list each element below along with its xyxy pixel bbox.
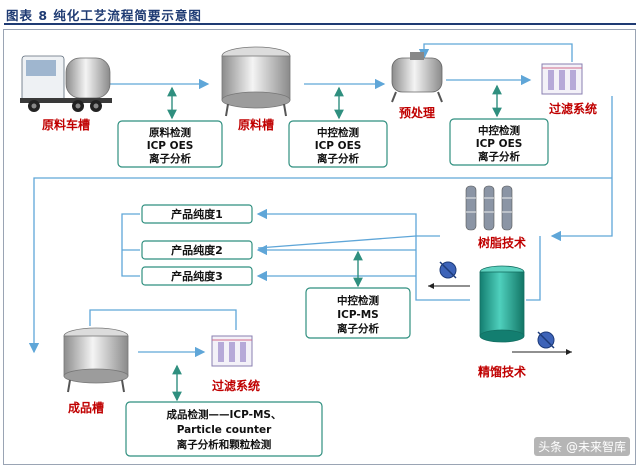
pump-icon-1 [428, 261, 470, 289]
product-inspection-box: 成品检测——ICP-MS、 Particle counter 离子分析和颗粒检测 [125, 401, 323, 457]
mid-control-3-line-2: ICP-MS [337, 309, 379, 321]
raw-material-tank-icon [221, 46, 291, 117]
mid-control-1-line-1: 中控检测 [317, 126, 359, 139]
figure-title: 图表 8 纯化工艺流程简要示意图 [6, 8, 202, 23]
flow-distill-up [526, 236, 541, 301]
mid-control-1-line-2: ICP OES [315, 140, 362, 152]
product-inspection-line-1: 成品检测——ICP-MS、 [167, 408, 282, 421]
label-filter-system-1: 过滤系统 [549, 101, 597, 116]
purity-box-1: 产品纯度1 [141, 204, 253, 224]
label-resin-tech: 树脂技术 [478, 235, 526, 250]
mid-control-2-line-1: 中控检测 [478, 124, 520, 137]
raw-inspection-box: 原料检测 ICP OES 离子分析 [117, 120, 223, 168]
distillation-column-icon [479, 265, 525, 343]
watermark: 头条 @未来智库 [534, 437, 630, 456]
flow-return-to-product-tank [28, 177, 612, 354]
purity-box-2: 产品纯度2 [141, 240, 253, 260]
purity-box-3: 产品纯度3 [141, 266, 253, 286]
purity-label-3: 产品纯度3 [171, 269, 223, 283]
raw-inspection-line-2: ICP OES [147, 140, 194, 152]
product-tank-icon [63, 327, 129, 393]
title-rule [4, 23, 636, 25]
purity-label-2: 产品纯度2 [171, 243, 223, 257]
diagram-frame [3, 29, 636, 465]
filter-system-icon-1 [541, 63, 583, 95]
mid-control-box-3: 中控检测 ICP-MS 离子分析 [305, 287, 411, 339]
product-inspection-line-3: 离子分析和颗粒检测 [177, 438, 272, 451]
product-inspection-line-2: Particle counter [177, 424, 272, 436]
pretreatment-vessel-icon [391, 52, 443, 103]
mid-control-3-line-3: 离子分析 [337, 322, 379, 335]
label-filter-system-2: 过滤系统 [212, 378, 260, 393]
mid-control-3-line-1: 中控检测 [337, 294, 379, 307]
raw-inspection-line-3: 离子分析 [149, 152, 191, 165]
label-raw-tank-truck: 原料车槽 [42, 117, 90, 132]
purity-label-1: 产品纯度1 [171, 207, 223, 221]
label-raw-tank: 原料槽 [238, 117, 274, 132]
raw-inspection-line-1: 原料检测 [149, 126, 191, 139]
mid-control-1-line-3: 离子分析 [317, 152, 359, 165]
sampling-arrows [167, 84, 502, 402]
purity-bracket [121, 213, 140, 277]
flow-junction-purity [257, 235, 417, 249]
filter-system-icon-2 [211, 335, 253, 367]
flow-to-purity-1 [256, 208, 440, 237]
tank-truck-icon [20, 55, 112, 112]
resin-columns-icon [465, 185, 513, 231]
pump-icon-2 [512, 331, 572, 355]
label-pretreatment: 预处理 [399, 105, 435, 120]
flow-resin-to-distill [415, 236, 470, 301]
flow-recirculation-loop [418, 43, 573, 62]
label-product-tank: 成品槽 [68, 400, 104, 415]
label-distillation-tech: 精馏技术 [478, 364, 526, 379]
mid-control-box-2: 中控检测 ICP OES 离子分析 [449, 118, 549, 166]
mid-control-box-1: 中控检测 ICP OES 离子分析 [288, 120, 388, 168]
mid-control-2-line-3: 离子分析 [478, 150, 520, 163]
mid-control-2-line-2: ICP OES [476, 138, 523, 150]
flow-filter2-loop [89, 309, 237, 330]
flow-filter-to-resin [550, 96, 613, 242]
flow-lines [28, 43, 613, 358]
